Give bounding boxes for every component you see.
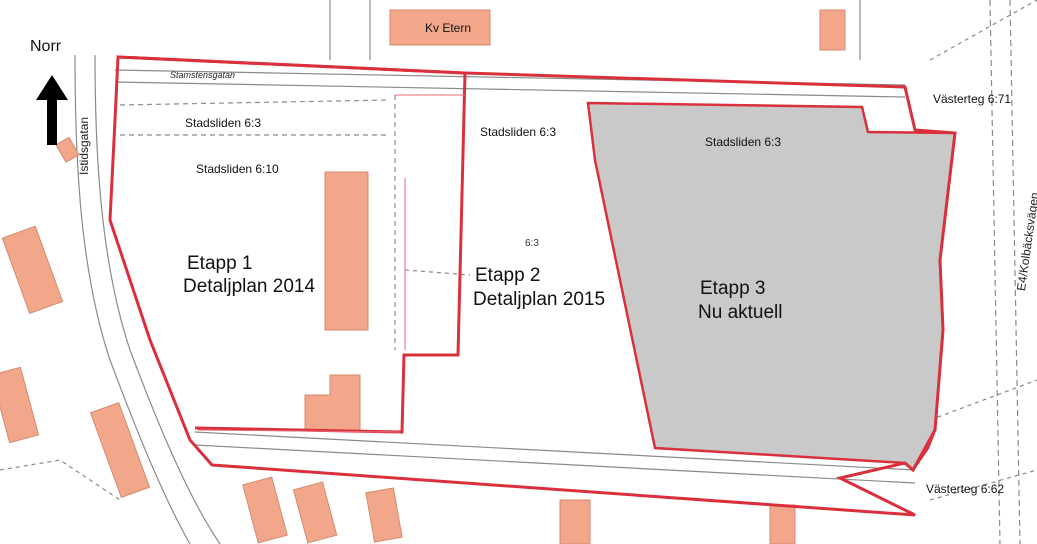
property-label: Västerteg 6:71 <box>933 92 1012 106</box>
internal-lines <box>197 94 465 433</box>
stage-subtitle: Detaljplan 2014 <box>183 276 316 297</box>
property-code: 6:3 <box>525 238 539 249</box>
stage-title: Etapp 3 <box>700 278 766 299</box>
building-stage1-south <box>304 374 361 431</box>
stage3-area <box>586 101 957 472</box>
stage-title: Etapp 1 <box>187 253 253 274</box>
plan-boundary <box>108 55 957 517</box>
stage-subtitle: Nu aktuell <box>698 302 783 323</box>
street-left-label: Istidsgatan <box>77 116 91 175</box>
north-label: Norr <box>30 38 62 55</box>
stage-subtitle: Detaljplan 2015 <box>473 289 606 310</box>
property-label: Stadsliden 6:3 <box>705 135 782 149</box>
road-left-outer <box>94 54 221 544</box>
road-left-inner <box>74 54 191 544</box>
building-kv-etern <box>389 9 491 46</box>
kv-etern-label: Kv Etern <box>425 21 472 35</box>
north-arrow-icon <box>36 75 68 145</box>
property-label: Stadsliden 6:3 <box>185 116 262 130</box>
property-label: Stadsliden 6:3 <box>480 125 557 139</box>
building-stage1 <box>324 171 369 331</box>
stage1-boundary <box>117 55 467 434</box>
stage-title: Etapp 2 <box>475 265 541 286</box>
property-label: Västerteg 6:62 <box>926 482 1005 496</box>
property-label: Stadsliden 6:10 <box>196 162 279 176</box>
street-top-label: Stamstensgatan <box>170 70 236 80</box>
buildings <box>0 9 846 544</box>
